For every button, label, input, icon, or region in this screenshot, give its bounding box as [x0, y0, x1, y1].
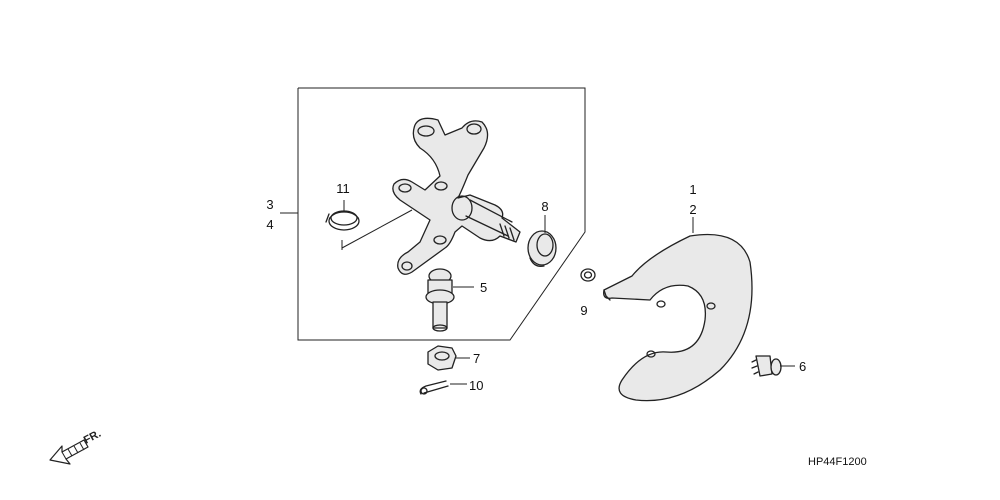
callout-6: 6 [799, 359, 806, 374]
front-direction-label: FR. [82, 428, 103, 447]
knuckle-part [392, 117, 521, 275]
callout-4: 4 [266, 217, 273, 232]
splash-shield-part [603, 233, 753, 402]
washer-inner [583, 271, 593, 279]
seal-part [527, 230, 557, 267]
callout-10: 10 [469, 378, 483, 393]
front-direction-arrow-icon [49, 439, 89, 465]
callout-11: 11 [336, 181, 350, 196]
diagram-code: HP44F1200 [808, 456, 867, 468]
washer-part [580, 268, 596, 282]
callout-7: 7 [473, 351, 480, 366]
nut-part [427, 345, 457, 371]
callout-3: 3 [266, 197, 273, 212]
assembly-group-outline [297, 87, 586, 341]
bolt-part [751, 355, 782, 377]
cotter-pin-part [419, 380, 449, 395]
callout-9: 9 [580, 303, 587, 318]
callout-5: 5 [480, 280, 487, 295]
leader-circlip-to-knuckle [341, 209, 413, 249]
ball-joint-part [425, 268, 455, 332]
circlip-part [325, 210, 360, 231]
callout-1: 1 [689, 182, 696, 197]
callout-8: 8 [541, 199, 548, 214]
callout-2: 2 [689, 202, 696, 217]
